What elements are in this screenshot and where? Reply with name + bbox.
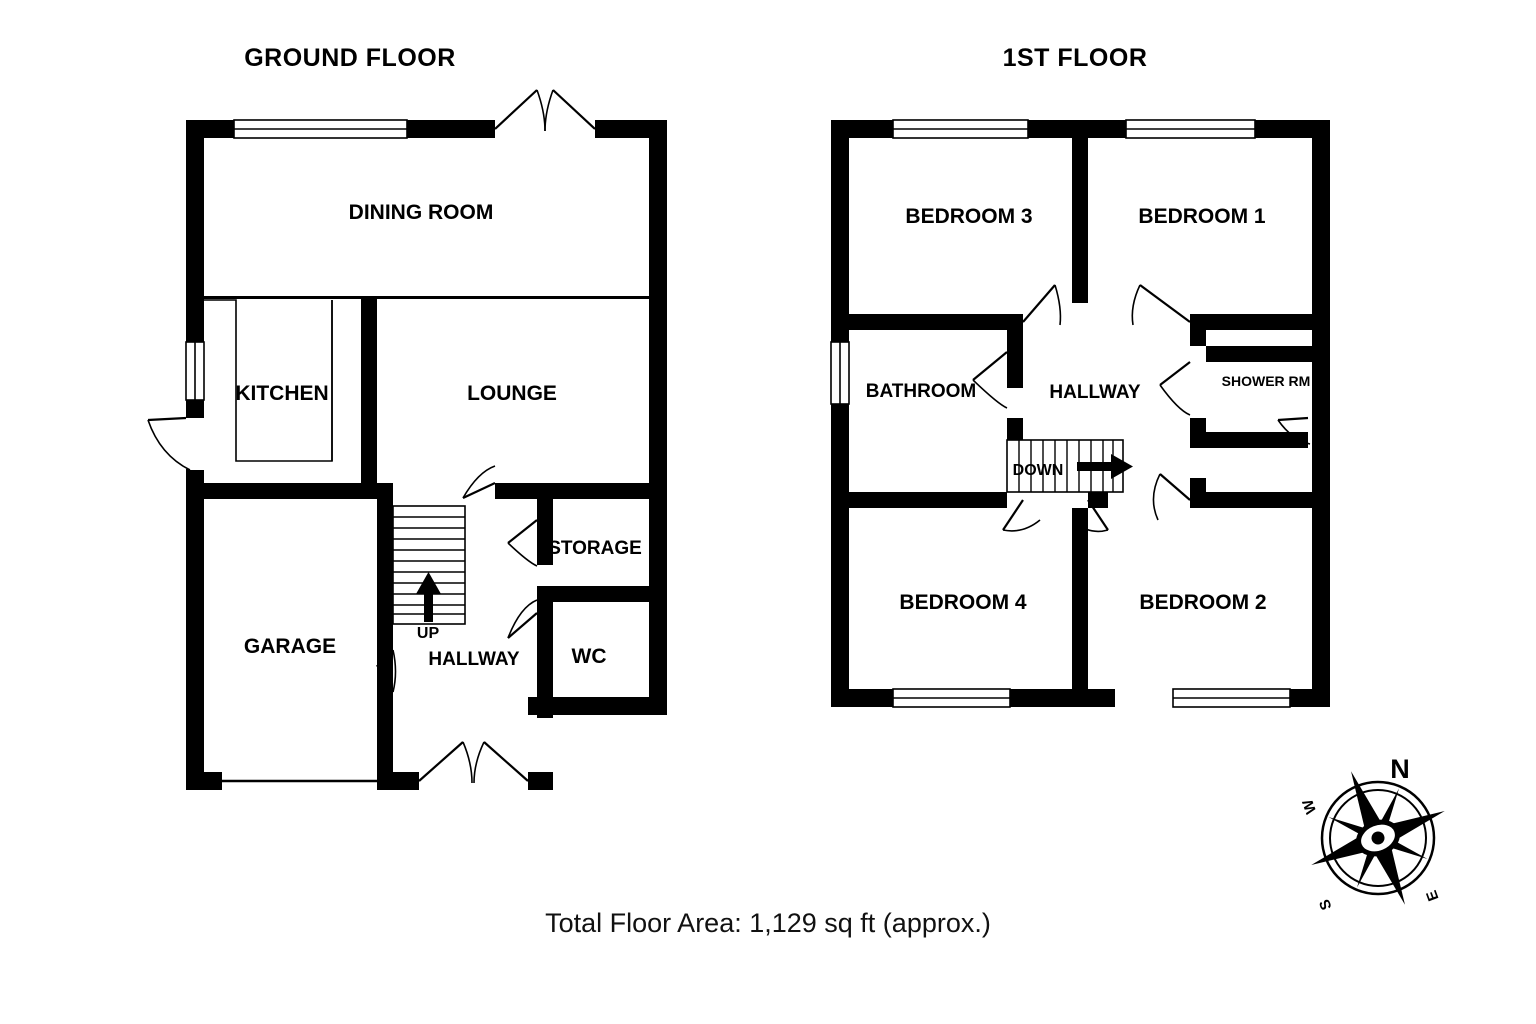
- compass-labels: N W E S: [1299, 754, 1442, 912]
- room-label-bedroom-3: BEDROOM 3: [905, 205, 1033, 228]
- compass-east-label: E: [1423, 888, 1442, 903]
- first-floor-windows: [830, 119, 1291, 708]
- stairs-down-arrow: [1077, 454, 1133, 479]
- compass-rose: [1311, 771, 1445, 905]
- compass-north-label: N: [1390, 754, 1410, 784]
- first-floor-doors: [972, 284, 1311, 533]
- room-label-bathroom: BATHROOM: [865, 381, 977, 402]
- ground-floor-walls: [186, 120, 667, 790]
- first-floor-staircase: [1006, 439, 1133, 493]
- room-label-dining-room: DINING ROOM: [348, 201, 494, 224]
- ground-floor-internal-walls: [186, 296, 667, 772]
- room-label-storage: STORAGE: [548, 538, 642, 559]
- room-label-bedroom-4: BEDROOM 4: [899, 591, 1027, 614]
- stairs-up-arrow: [416, 572, 441, 622]
- room-label-hallway-ground: HALLWAY: [428, 649, 520, 670]
- first-floor-walls: [831, 120, 1330, 707]
- room-label-kitchen: KITCHEN: [235, 382, 329, 405]
- ground-floor-staircase: [392, 505, 466, 625]
- ground-floor-title: GROUND FLOOR: [244, 44, 456, 72]
- room-label-shower-room: SHOWER RM: [1221, 373, 1311, 389]
- room-label-bedroom-1: BEDROOM 1: [1138, 205, 1266, 228]
- ground-floor-windows: [185, 119, 408, 401]
- room-label-garage: GARAGE: [243, 635, 337, 658]
- kitchen-units: [204, 299, 333, 462]
- first-floor-title: 1ST FLOOR: [1002, 44, 1148, 72]
- room-label-bedroom-2: BEDROOM 2: [1139, 591, 1267, 614]
- room-label-lounge: LOUNGE: [467, 382, 557, 405]
- first-floor-internal-walls: [831, 120, 1330, 707]
- compass-west-label: W: [1299, 796, 1320, 816]
- stairs-down-label: DOWN: [1012, 462, 1064, 479]
- ground-floor-doors: [147, 89, 596, 784]
- stairs-up-label: UP: [416, 625, 440, 642]
- room-label-wc: WC: [571, 645, 607, 668]
- total-floor-area-text: Total Floor Area: 1,129 sq ft (approx.): [545, 908, 991, 938]
- room-label-hallway-first: HALLWAY: [1049, 382, 1141, 403]
